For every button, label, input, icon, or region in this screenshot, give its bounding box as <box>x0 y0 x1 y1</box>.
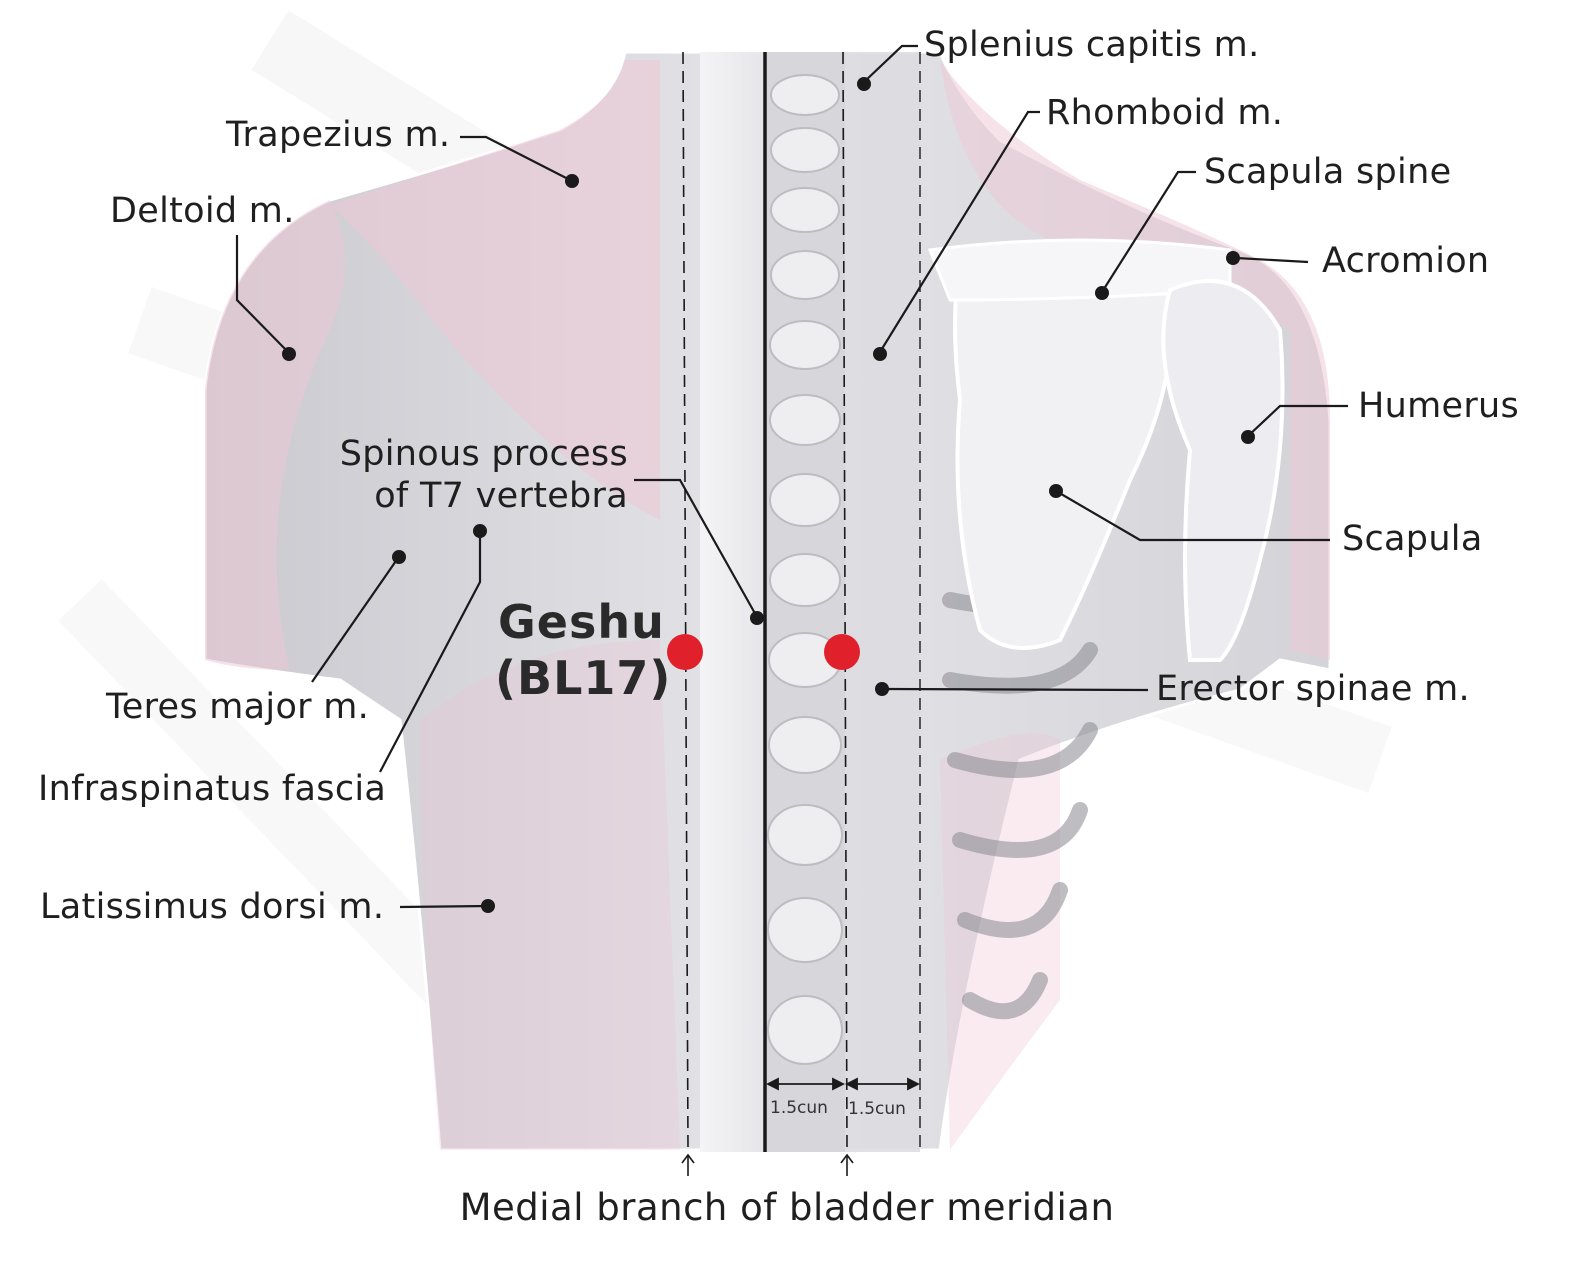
leader-infraspinatus <box>379 532 482 773</box>
leader-splenius <box>863 44 918 83</box>
meridian-line-left <box>682 51 689 1151</box>
leader-scapula-spine <box>1101 170 1196 293</box>
scapula-spine-bone <box>927 238 1232 302</box>
label-scapula: Scapula <box>1342 519 1483 559</box>
leader-deltoid <box>235 235 290 354</box>
label-teres: Teres major m. <box>106 687 370 727</box>
leader-latissimus <box>399 904 489 909</box>
leader-dots <box>282 77 1255 913</box>
geshu-point-right <box>824 634 860 670</box>
geshu-point-left <box>667 634 703 670</box>
humerus-bone <box>1161 279 1285 662</box>
cun-label-right: 1.5cun <box>848 1099 906 1119</box>
leader-scapula <box>1055 490 1330 542</box>
leader-trapezius <box>460 135 573 182</box>
bottom-arrows <box>681 1153 854 1176</box>
label-spinous-line1: Spinous process <box>339 434 628 474</box>
latissimus-muscle <box>420 640 680 1150</box>
label-rhomboid: Rhomboid m. <box>1046 93 1284 133</box>
acupoint-name: Geshu <box>498 595 665 649</box>
label-acromion: Acromion <box>1322 241 1490 281</box>
vertebrae <box>767 74 843 1065</box>
right-lower-muscle <box>940 733 1060 1150</box>
label-infraspinatus: Infraspinatus fascia <box>38 769 387 809</box>
label-deltoid: Deltoid m. <box>110 191 295 231</box>
leader-teres <box>311 557 399 683</box>
meridian-label: Medial branch of bladder meridian <box>459 1186 1115 1229</box>
label-erector: Erector spinae m. <box>1156 669 1470 709</box>
leader-lines <box>235 44 1348 909</box>
label-splenius: Splenius capitis m. <box>924 25 1260 65</box>
leader-erector <box>881 687 1149 692</box>
label-trapezius: Trapezius m. <box>226 115 451 155</box>
acupoint-code: (BL17) <box>495 651 672 705</box>
label-scapula-spine: Scapula spine <box>1204 152 1452 192</box>
right-shoulder-muscle <box>940 60 1330 660</box>
spine-band <box>700 52 765 1152</box>
leader-spinous <box>634 478 758 618</box>
erector-spinae-band <box>845 52 920 1152</box>
leader-humerus <box>1247 404 1348 437</box>
label-spinous-line2: of T7 vertebra <box>374 476 628 516</box>
cun-measure <box>765 1077 921 1091</box>
deltoid-muscle <box>205 200 345 670</box>
label-humerus: Humerus <box>1358 386 1520 426</box>
trapezius-muscle <box>330 60 660 520</box>
leader-rhomboid <box>879 110 1040 353</box>
label-latissimus: Latissimus dorsi m. <box>40 887 385 927</box>
leader-acromion <box>1235 256 1309 264</box>
cun-label-left: 1.5cun <box>770 1098 828 1118</box>
meridian-line-right <box>842 51 848 1151</box>
